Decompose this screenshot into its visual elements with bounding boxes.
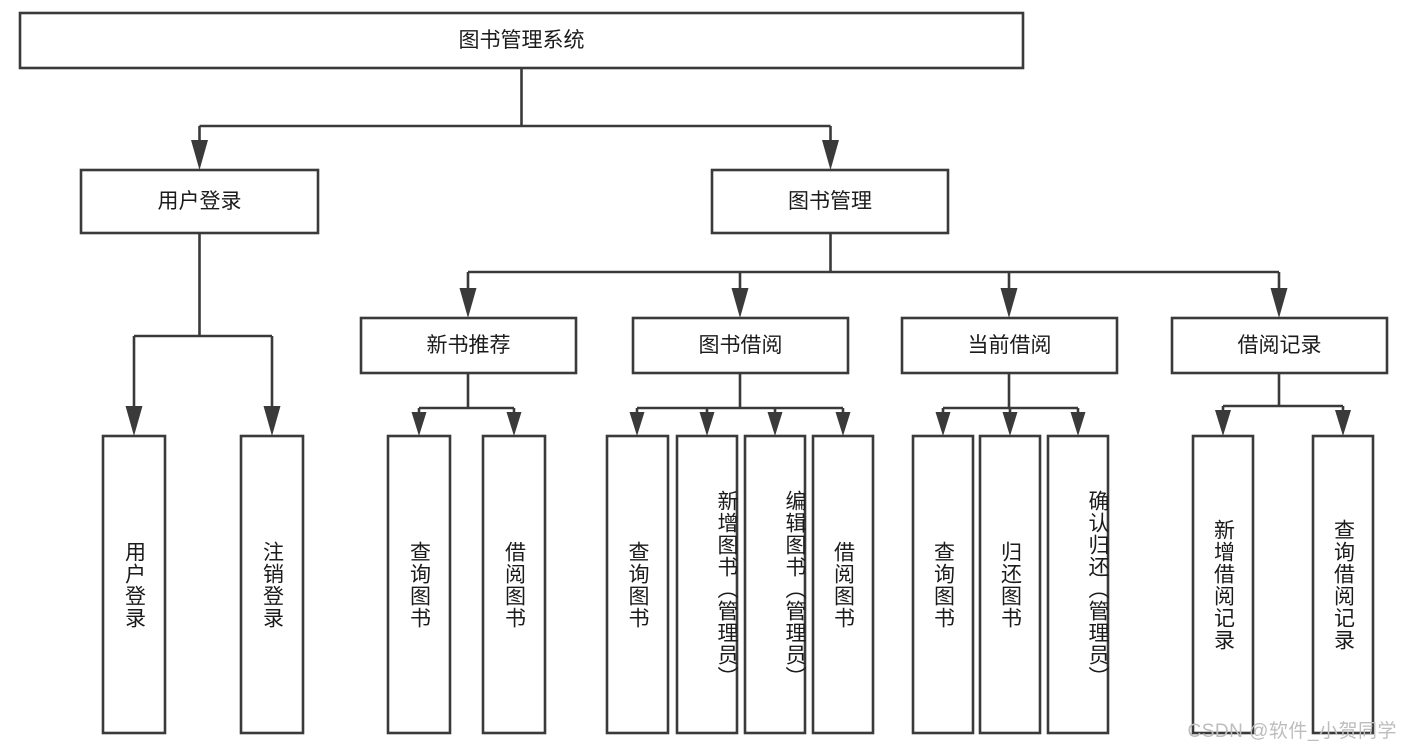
leaf-box-query-book-2[interactable] xyxy=(605,434,670,735)
node-book-borrow-box[interactable] xyxy=(631,316,850,375)
arrow-to-bookmanage xyxy=(822,140,839,170)
leaf-box-query-record[interactable] xyxy=(1311,434,1375,735)
arrow-to-leaf-query-book-1 xyxy=(411,412,427,436)
node-root[interactable]: 图书管理系统 xyxy=(18,11,1025,70)
arrow-to-leaf-return-book xyxy=(1002,412,1018,436)
node-book-borrow-label: 图书借阅 xyxy=(699,334,783,357)
arrow-to-leaf-borrow-book-2 xyxy=(835,412,851,436)
leaf-box-logout[interactable] xyxy=(239,434,305,735)
arrow-to-leaf-query-book-2 xyxy=(629,412,645,436)
csdn-watermark: CSDN @软件_小贺同学 xyxy=(1187,721,1397,742)
leaf-box-query-book-3[interactable] xyxy=(911,434,975,735)
arrow-to-leaf-add-record xyxy=(1215,410,1231,436)
node-current-borrow-label: 当前借阅 xyxy=(968,334,1052,357)
arrow-to-leaf-user-login xyxy=(125,406,143,436)
leaf-box-borrow-book-1[interactable] xyxy=(481,434,547,735)
node-user-login-label: 用户登录 xyxy=(158,190,242,213)
node-user-login[interactable]: 用户登录 xyxy=(79,168,320,235)
arrow-to-leaf-query-book-3 xyxy=(935,412,951,436)
arrow-to-leaf-borrow-book-1 xyxy=(506,412,522,436)
arrow-to-current-borrow xyxy=(1000,288,1018,318)
leaf-box-edit-book[interactable] xyxy=(743,434,807,735)
arrow-to-new-book-rec xyxy=(459,288,477,318)
node-current-borrow-box[interactable] xyxy=(900,316,1119,375)
node-new-book-rec[interactable]: 新书推荐 xyxy=(359,316,578,375)
node-book-borrow[interactable]: 图书借阅 xyxy=(631,316,850,375)
arrow-to-leaf-edit-book xyxy=(767,412,783,436)
node-root-box[interactable] xyxy=(18,11,1025,70)
leaf-box-add-book[interactable] xyxy=(675,434,739,735)
node-new-book-rec-label: 新书推荐 xyxy=(427,334,511,357)
node-user-login-box[interactable] xyxy=(79,168,320,235)
leaf-box-add-record[interactable] xyxy=(1191,434,1255,735)
leaf-box-user-login[interactable] xyxy=(101,434,167,735)
leaf-box-group xyxy=(101,434,1375,735)
node-book-manage-label: 图书管理 xyxy=(788,190,872,213)
arrow-to-leaf-add-book xyxy=(699,412,715,436)
node-borrow-record-label: 借阅记录 xyxy=(1238,334,1322,357)
node-book-manage[interactable]: 图书管理 xyxy=(710,168,950,235)
arrow-to-leaf-confirm-return xyxy=(1070,412,1086,436)
leaf-box-confirm-return[interactable] xyxy=(1046,434,1110,735)
leaf-box-query-book-1[interactable] xyxy=(386,434,452,735)
connector-group xyxy=(125,68,1351,436)
node-borrow-record-box[interactable] xyxy=(1170,316,1389,375)
node-borrow-record[interactable]: 借阅记录 xyxy=(1170,316,1389,375)
arrow-to-leaf-query-record xyxy=(1335,410,1351,436)
leaf-box-borrow-book-2[interactable] xyxy=(811,434,875,735)
arrow-to-book-borrow xyxy=(731,288,749,318)
arrow-to-userlogin xyxy=(191,140,208,170)
arrow-to-borrow-record xyxy=(1270,288,1288,318)
leaf-box-return-book[interactable] xyxy=(978,434,1042,735)
node-book-manage-box[interactable] xyxy=(710,168,950,235)
node-current-borrow[interactable]: 当前借阅 xyxy=(900,316,1119,375)
arrow-to-leaf-logout xyxy=(263,406,281,436)
node-root-label: 图书管理系统 xyxy=(459,29,585,52)
node-new-book-rec-box[interactable] xyxy=(359,316,578,375)
